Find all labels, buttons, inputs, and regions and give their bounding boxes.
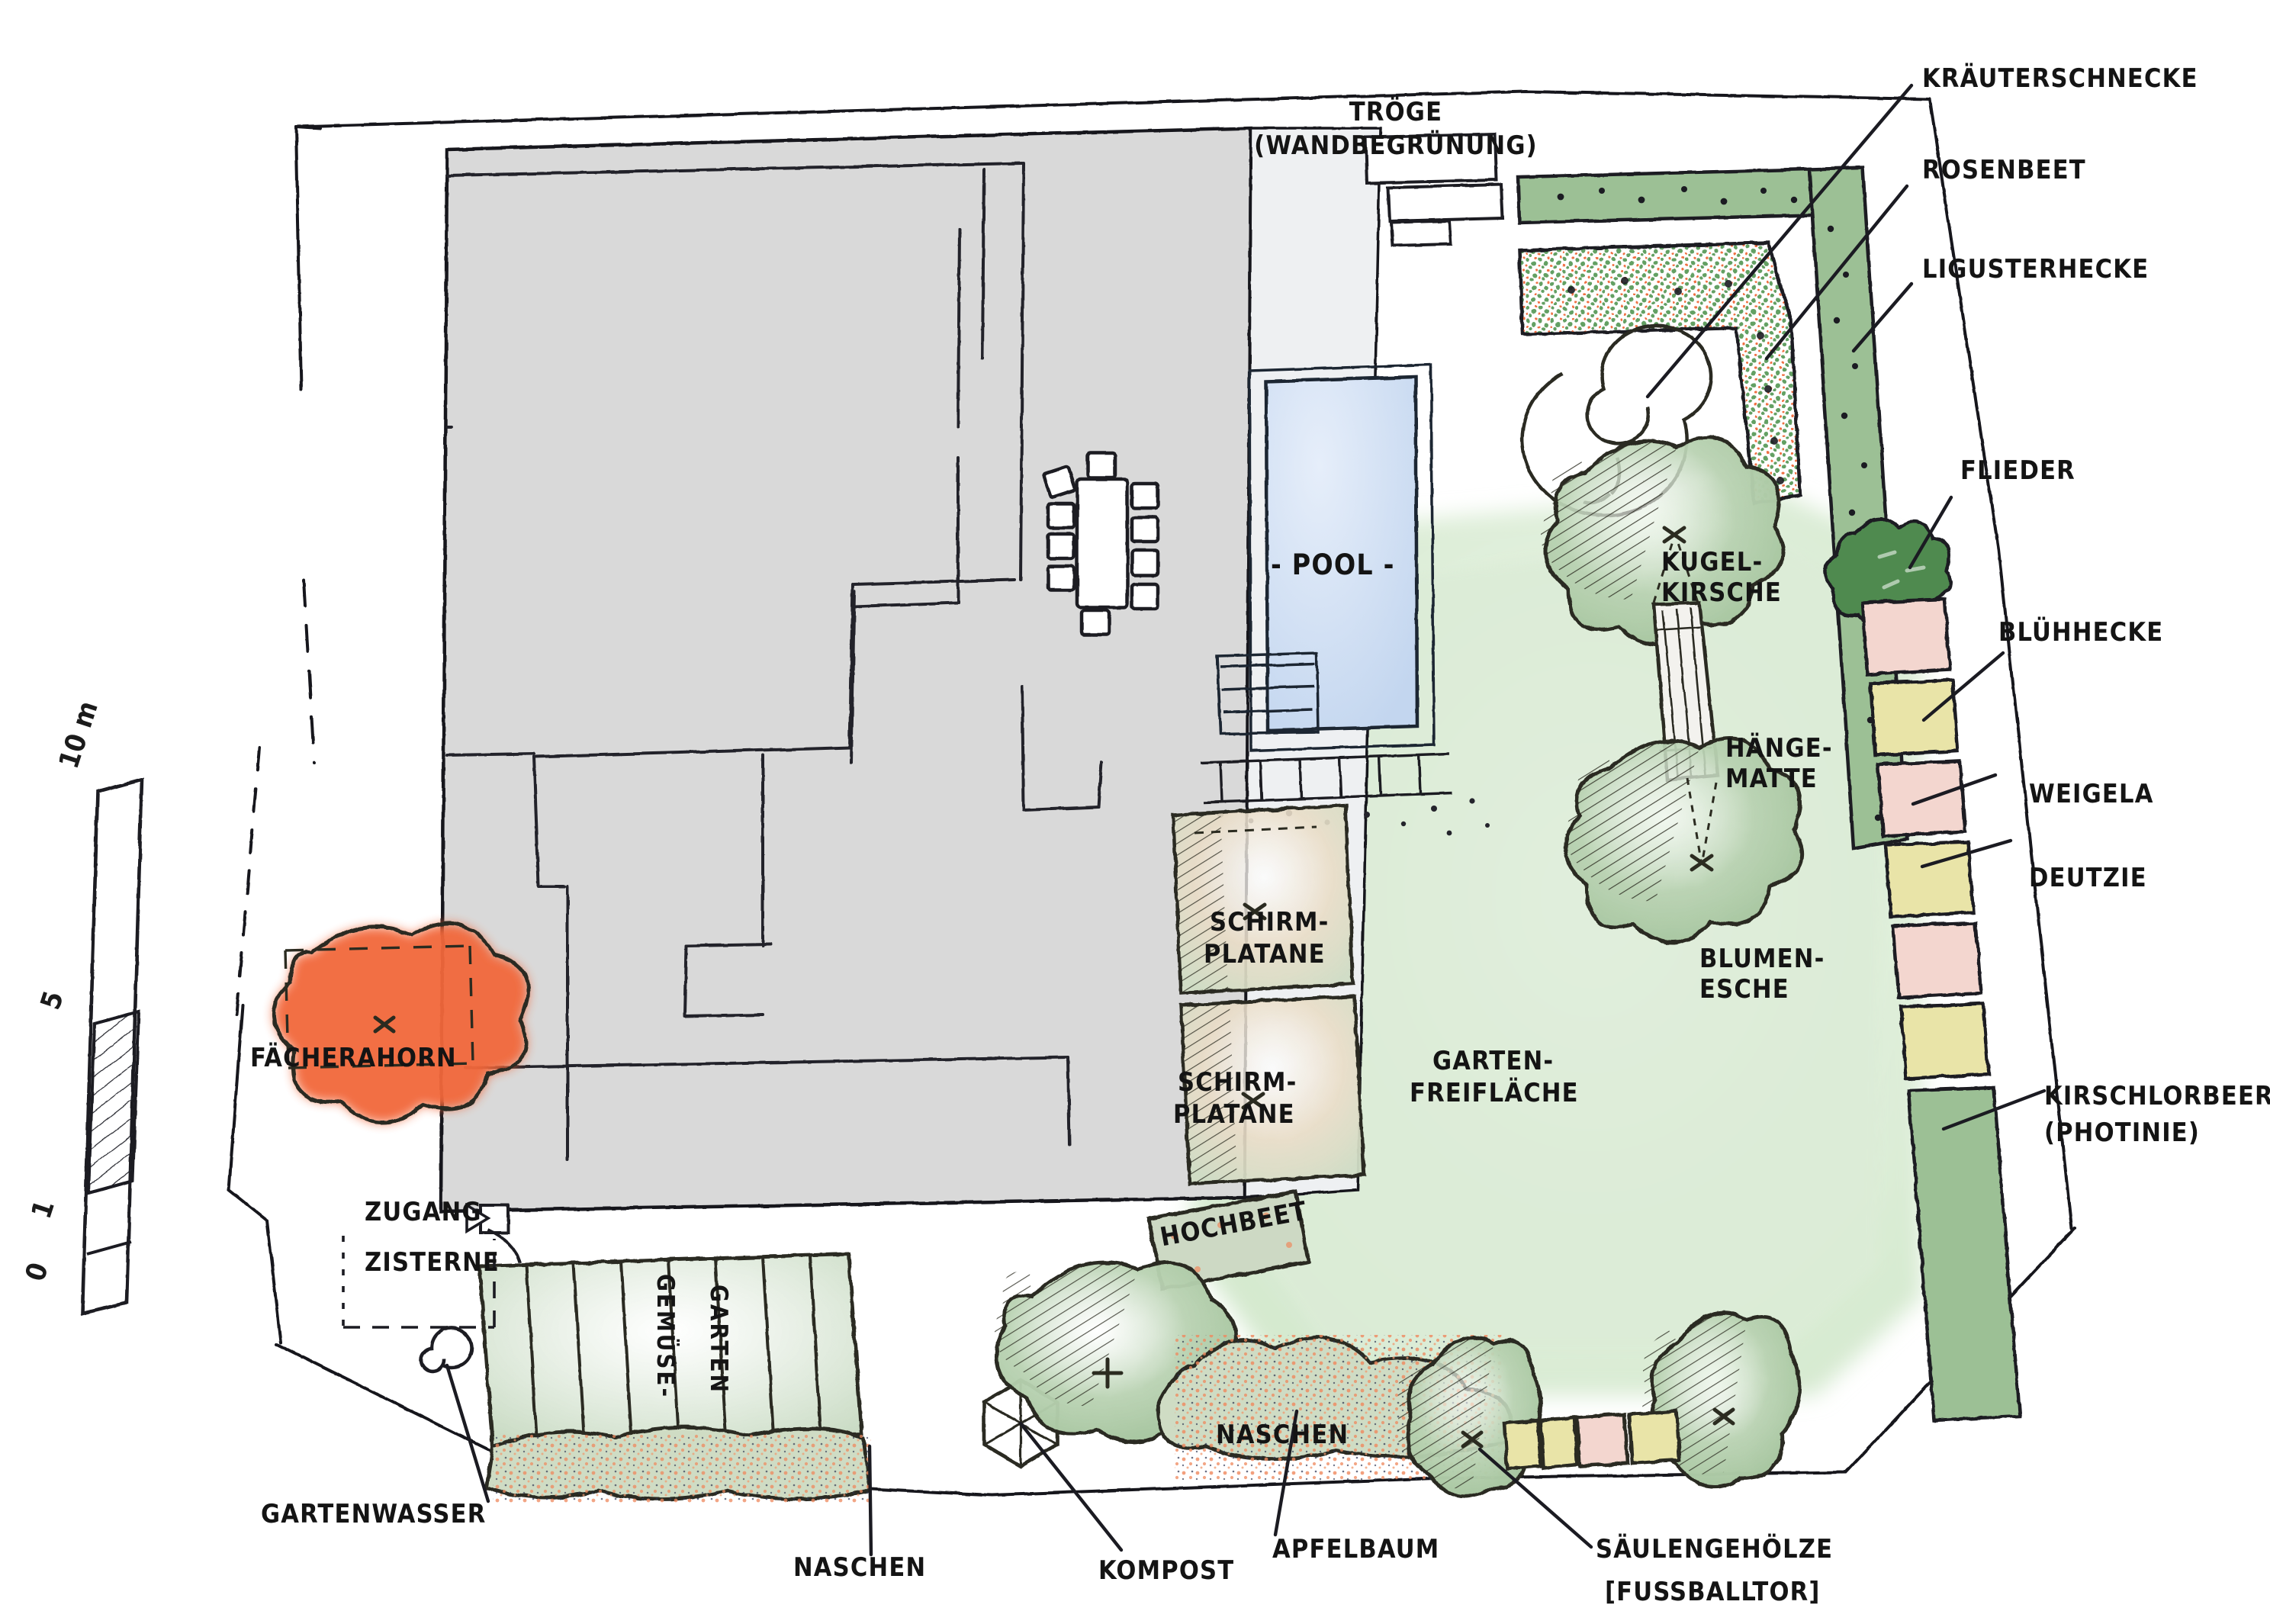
kugel-kirsche-tree (1540, 435, 1786, 647)
label-kugelkirsche-line2: KIRSCHE (1661, 577, 1783, 608)
label-schirmplatane-b-line1: SCHIRM- (1178, 1067, 1297, 1098)
label-gartenfreiflaeche-line1: GARTEN- (1432, 1046, 1555, 1076)
label-rosenbeet: ROSENBEET (1922, 155, 2086, 185)
label-pool: - POOL - (1271, 548, 1395, 581)
schirmplatane-bed-upper (1171, 803, 1355, 995)
label-apfelbaum: APFELBAUM (1272, 1534, 1440, 1565)
label-schirmplatane-a-line1: SCHIRM- (1210, 907, 1330, 937)
label-deutzie: DEUTZIE (2029, 863, 2147, 893)
label-haengematte-line2: MATTE (1725, 764, 1818, 794)
label-troege: TRÖGE (1349, 97, 1443, 127)
pool (1216, 363, 1436, 752)
dining-table-set (1042, 451, 1160, 637)
label-gartenfreiflaeche-line2: FREIFLÄCHE (1410, 1078, 1579, 1108)
faecherahorn (271, 921, 530, 1125)
kirschlorbeer-hedge (1906, 1085, 2022, 1423)
label-faecherahorn: FÄCHERAHORN (250, 1043, 457, 1073)
label-bluehhecke: BLÜHHECKE (1998, 617, 2164, 648)
label-troege-subtitle: (WANDBEGRÜNUNG) (1254, 130, 1538, 161)
label-blumenesche-line1: BLUMEN- (1699, 944, 1825, 974)
label-zisterne: ZISTERNE (365, 1247, 500, 1278)
label-kompost: KOMPOST (1098, 1555, 1235, 1586)
label-blumenesche-line2: ESCHE (1699, 974, 1789, 1005)
label-gemuesegarten-line1: GEMÜSE- (651, 1274, 679, 1400)
label-haengematte-line1: HÄNGE- (1725, 733, 1833, 764)
naschen-strip-left (484, 1426, 872, 1503)
label-naschen-centre: NASCHEN (1216, 1420, 1349, 1450)
zugang-access (479, 1204, 522, 1264)
label-naschen-bottom: NASCHEN (793, 1552, 927, 1583)
goal-shrub-row (1502, 1409, 1682, 1471)
label-saeulengehoelze-subtitle: [FUSSBALLTOR] (1605, 1577, 1821, 1607)
troege-wall-planters (1363, 132, 1505, 248)
scale-bar (80, 777, 144, 1316)
label-schirmplatane-b-line2: PLATANE (1173, 1099, 1295, 1130)
label-kirschlorbeer: KIRSCHLORBEER (2044, 1081, 2270, 1111)
schirmplatane-bed-lower (1178, 994, 1366, 1186)
label-ligusterhecke: LIGUSTERHECKE (1922, 254, 2149, 285)
label-saeulengehoelze: SÄULENGEHÖLZE (1596, 1534, 1834, 1565)
blumen-esche-tree (1563, 736, 1805, 945)
house-interior-walls (445, 162, 1103, 1161)
gartenwasser-icon (419, 1326, 474, 1374)
bluehhecke (1860, 597, 1991, 1081)
pool-steps (1216, 651, 1320, 735)
label-kirschlorbeer-subtitle: (PHOTINIE) (2044, 1118, 2201, 1148)
leader-lines (445, 83, 2047, 1557)
label-weigela: WEIGELA (2029, 779, 2154, 809)
label-kraeuterschnecke: KRÄUTERSCHNECKE (1922, 63, 2198, 94)
zugang-arrow-icon (465, 1202, 491, 1234)
zisterne (342, 1236, 496, 1329)
label-gemuesegarten-line2: GARTEN (705, 1285, 732, 1394)
label-schirmplatane-a-line2: PLATANE (1204, 939, 1326, 970)
label-zugang: ZUGANG (365, 1197, 482, 1227)
ligusterhecke (1516, 166, 1909, 851)
gemuesegarten (477, 1252, 864, 1449)
terrace-paving (1200, 752, 1453, 804)
label-gartenwasser: GARTENWASSER (261, 1499, 487, 1529)
label-kugelkirsche-line1: KUGEL- (1661, 547, 1764, 577)
label-flieder: FLIEDER (1960, 455, 2075, 486)
